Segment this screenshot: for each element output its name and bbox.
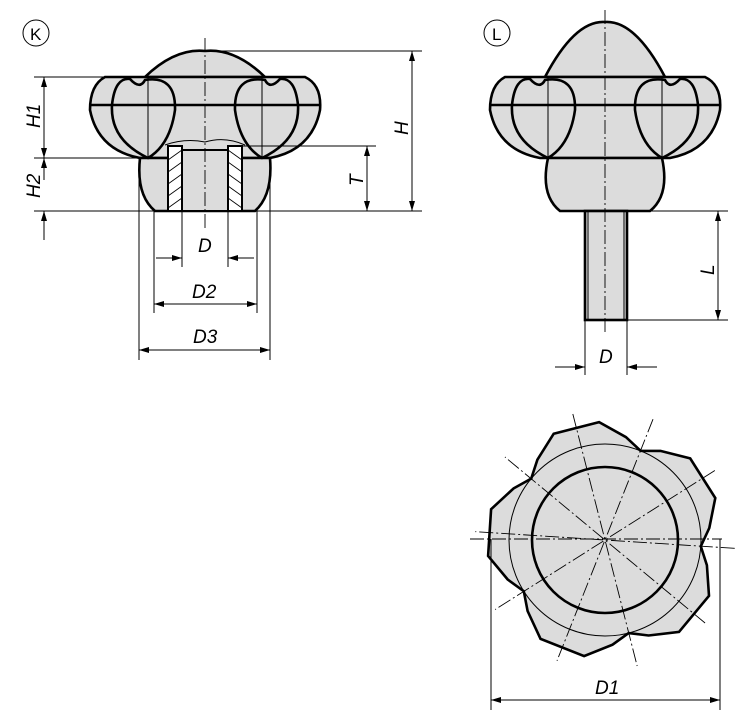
dim-h1: H1 bbox=[24, 104, 45, 128]
view-k-marker-circle bbox=[22, 19, 50, 47]
dim-d3: D3 bbox=[193, 327, 218, 348]
center-rays bbox=[475, 413, 735, 667]
dim-h: H bbox=[392, 121, 413, 135]
dimensions-k: H1 H2 H T D D2 D3 bbox=[24, 50, 422, 360]
view-k: K bbox=[22, 19, 422, 360]
dim-d: D bbox=[599, 347, 613, 368]
top-view: D1 bbox=[470, 413, 735, 710]
dim-d1: D1 bbox=[595, 678, 619, 699]
right-lobe bbox=[633, 77, 700, 160]
dimensions-l: L D bbox=[555, 210, 728, 375]
inner-circle bbox=[530, 465, 680, 615]
ray-line bbox=[572, 413, 638, 667]
dim-l: L bbox=[698, 264, 719, 275]
view-l-marker-circle bbox=[483, 19, 511, 47]
view-k-label: K bbox=[30, 25, 42, 44]
ray-line bbox=[504, 456, 706, 624]
view-l: L L D bbox=[483, 10, 728, 375]
dim-d: D bbox=[198, 236, 212, 257]
dim-d2: D2 bbox=[192, 282, 217, 303]
view-l-label: L bbox=[492, 25, 501, 44]
dim-h2: H2 bbox=[24, 173, 45, 198]
left-lobe bbox=[110, 77, 177, 160]
left-lobe bbox=[510, 77, 577, 160]
ray-line bbox=[494, 470, 716, 610]
right-lobe bbox=[233, 77, 300, 160]
threaded-stud bbox=[583, 209, 629, 322]
ray-line bbox=[556, 419, 654, 661]
ray-line bbox=[475, 531, 735, 549]
outer-circle bbox=[508, 443, 702, 637]
dim-t: T bbox=[347, 173, 368, 186]
